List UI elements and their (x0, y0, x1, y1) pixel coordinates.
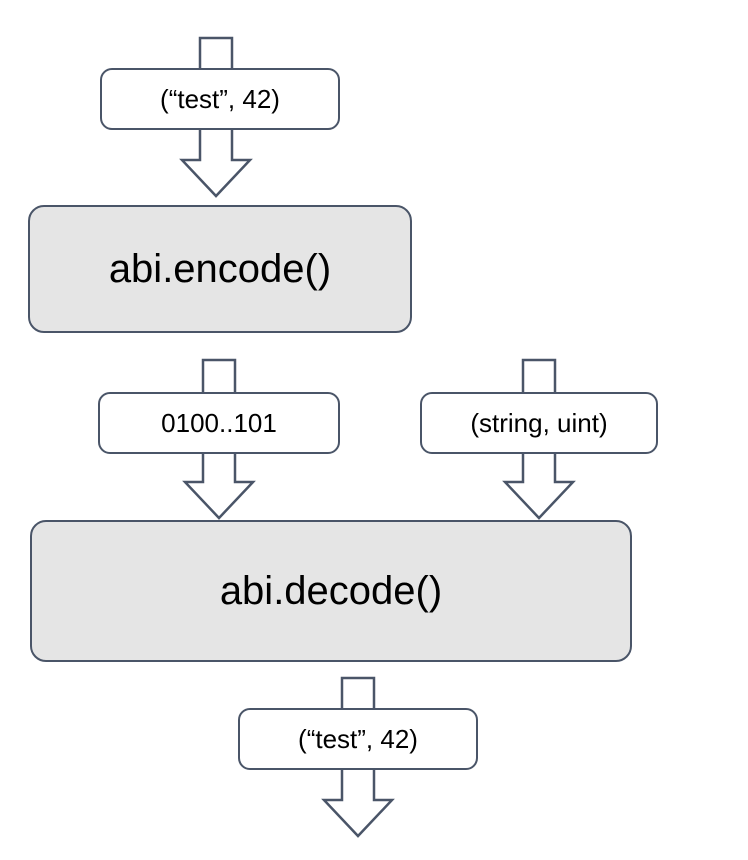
node-label: abi.encode() (108, 247, 332, 291)
arrow-connector (502, 454, 576, 520)
node-input-tuple: (“test”, 42) (100, 68, 340, 130)
arrow-connector (179, 130, 253, 198)
arrow-stem-shape (198, 36, 234, 70)
arrow-stem-shape (521, 358, 557, 394)
arrow-connector (505, 358, 573, 394)
node-output-tuple: (“test”, 42) (238, 708, 478, 770)
node-encoded-bytes: 0100..101 (98, 392, 340, 454)
node-label: 0100..101 (161, 407, 277, 438)
block-arrow-shape (182, 454, 256, 520)
arrow-connector (182, 36, 250, 70)
arrow-connector (185, 358, 253, 394)
block-arrow-shape (321, 770, 395, 838)
arrow-connector (321, 770, 395, 838)
arrow-connector (182, 454, 256, 520)
node-abi-decode: abi.decode() (30, 520, 632, 662)
node-label: (“test”, 42) (298, 723, 418, 754)
arrow-stem-shape (340, 676, 376, 710)
node-label: (“test”, 42) (160, 83, 280, 114)
node-type-tuple: (string, uint) (420, 392, 658, 454)
node-label: abi.decode() (219, 569, 443, 613)
arrow-connector (324, 676, 392, 710)
block-arrow-shape (179, 130, 253, 198)
node-abi-encode: abi.encode() (28, 205, 412, 333)
node-label: (string, uint) (470, 407, 608, 438)
block-arrow-shape (502, 454, 576, 520)
arrow-stem-shape (201, 358, 237, 394)
